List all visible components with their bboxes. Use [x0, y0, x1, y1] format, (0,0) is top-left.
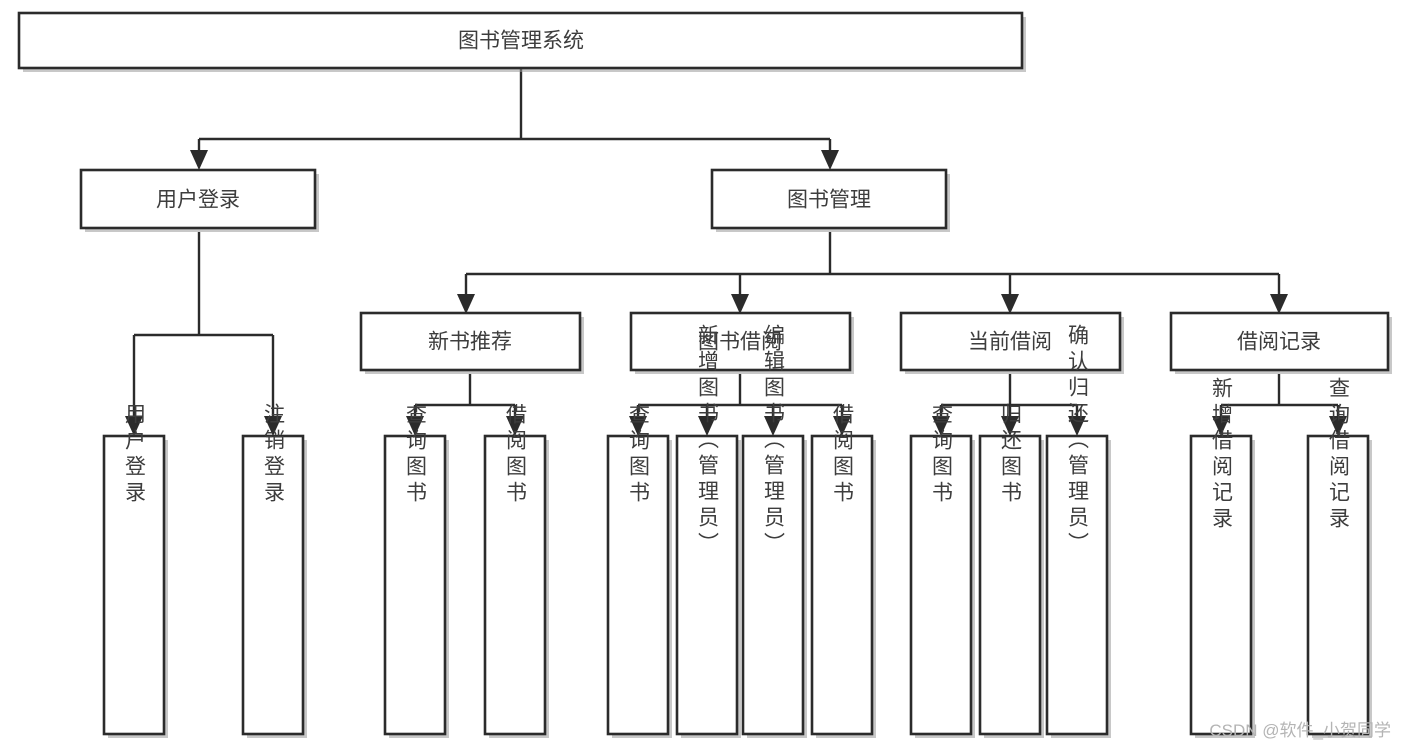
leaf-borrow-book-1[interactable]: 借阅图书 [483, 403, 549, 738]
leaf-edit-book-box [741, 434, 805, 736]
node-new-book-recommend[interactable]: 新书推荐 [359, 311, 584, 374]
leaf-add-record-box [1189, 434, 1253, 736]
book-manage-label: 图书管理 [787, 189, 871, 212]
leaf-borrow-book-2-label: 借阅图书 [831, 403, 855, 507]
borrow-record-label: 借阅记录 [1237, 331, 1321, 354]
node-current-borrow[interactable]: 当前借阅 [899, 311, 1124, 374]
edge-group-borrow-record [1212, 374, 1347, 436]
leaf-query-book-1-box [383, 434, 447, 736]
leaf-query-record-box [1306, 434, 1370, 736]
book-borrow-box [629, 311, 852, 372]
leaf-add-book-box [675, 434, 739, 736]
leaf-borrow-book-2-box [810, 434, 874, 736]
root-label: 图书管理系统 [458, 30, 584, 53]
leaf-query-book-2-box [606, 434, 670, 736]
arrow-root-to-user-login [190, 150, 208, 170]
arrow-bm-to-new-book-recommend [457, 294, 475, 314]
edge-group-book-manage [457, 232, 1288, 314]
leaf-return-book-label: 归还图书 [999, 403, 1023, 507]
node-borrow-record[interactable]: 借阅记录 [1169, 311, 1392, 374]
arrow-bm-to-borrow-record [1270, 294, 1288, 314]
leaf-user-login[interactable]: 用户登录 [102, 403, 168, 738]
new-book-recommend-label: 新书推荐 [428, 331, 512, 354]
leaf-borrow-book-2[interactable]: 借阅图书 [810, 403, 876, 738]
leaf-query-book-1-label: 查询图书 [404, 403, 428, 507]
leaf-query-book-3-box [909, 434, 973, 736]
leaf-edit-book-label: 编辑图书（管理员） [762, 324, 786, 558]
leaf-query-book-3[interactable]: 查询图书 [909, 403, 975, 738]
borrow-record-box [1169, 311, 1390, 372]
arrow-bm-to-current-borrow [1001, 294, 1019, 314]
leaf-confirm-return[interactable]: 确认归还（管理员） [1045, 324, 1111, 738]
leaf-user-login-box [102, 434, 166, 736]
watermark-text: CSDN @软件_小贺同学 [1209, 721, 1391, 740]
edge-group-new-book-recommend [406, 374, 524, 436]
leaf-borrow-book-1-box [483, 434, 547, 736]
leaf-user-logout[interactable]: 注销登录 [241, 403, 307, 738]
book-borrow-label: 图书借阅 [698, 331, 782, 354]
node-root[interactable]: 图书管理系统 [17, 11, 1026, 72]
arrow-bm-to-book-borrow [731, 294, 749, 314]
book-manage-box [710, 168, 948, 230]
leaf-query-book-2-label: 查询图书 [627, 403, 651, 507]
leaf-confirm-return-box [1045, 434, 1109, 736]
leaf-add-book-label: 新增图书（管理员） [696, 324, 720, 558]
node-book-manage[interactable]: 图书管理 [710, 168, 950, 232]
leaf-edit-book[interactable]: 编辑图书（管理员） [741, 324, 807, 738]
edge-group-book-borrow [629, 374, 851, 436]
edge-group-current-borrow [932, 374, 1086, 436]
node-user-login[interactable]: 用户登录 [79, 168, 319, 232]
leaf-query-record[interactable]: 查询借阅记录 [1306, 377, 1372, 738]
leaf-user-logout-box [241, 434, 305, 736]
leaf-add-record-label: 新增借阅记录 [1210, 377, 1234, 533]
leaf-return-book-box [978, 434, 1042, 736]
node-book-borrow[interactable]: 图书借阅 [629, 311, 854, 374]
leaf-user-logout-label: 注销登录 [262, 403, 286, 507]
leaf-add-record[interactable]: 新增借阅记录 [1189, 377, 1255, 738]
user-login-box [79, 168, 317, 230]
leaf-return-book[interactable]: 归还图书 [978, 403, 1044, 738]
current-borrow-box [899, 311, 1122, 372]
user-login-label: 用户登录 [156, 189, 240, 212]
arrow-root-to-book-manage [821, 150, 839, 170]
leaf-query-book-3-label: 查询图书 [930, 403, 954, 507]
leaf-user-login-label: 用户登录 [123, 403, 147, 507]
root-box [17, 11, 1024, 70]
leaf-confirm-return-label: 确认归还（管理员） [1066, 324, 1090, 558]
leaf-borrow-book-1-label: 借阅图书 [504, 403, 528, 507]
edge-group-user-login [125, 232, 282, 436]
leaf-add-book[interactable]: 新增图书（管理员） [675, 324, 741, 738]
edge-group-root [190, 68, 839, 170]
leaf-query-book-2[interactable]: 查询图书 [606, 403, 672, 738]
new-book-recommend-box [359, 311, 582, 372]
leaf-query-record-label: 查询借阅记录 [1327, 377, 1351, 533]
current-borrow-label: 当前借阅 [968, 331, 1052, 354]
leaf-query-book-1[interactable]: 查询图书 [383, 403, 449, 738]
